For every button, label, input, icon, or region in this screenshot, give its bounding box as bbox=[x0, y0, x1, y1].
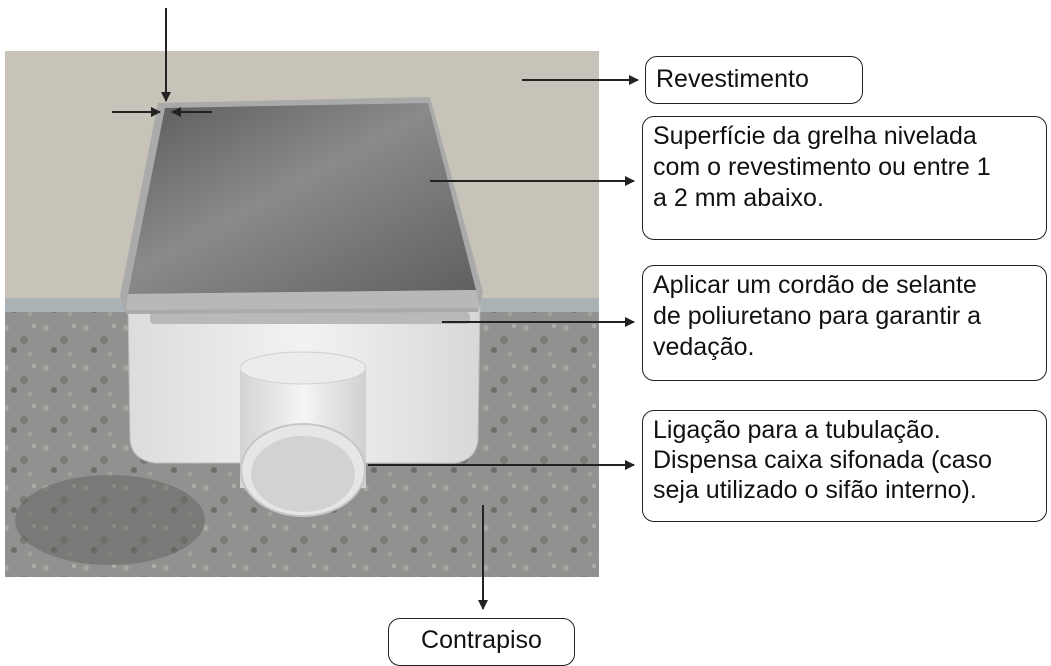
damp-stain bbox=[15, 475, 205, 565]
callout-revestimento: Revestimento bbox=[645, 56, 863, 104]
callout-sealant: Aplicar um cordão de selante de poliuret… bbox=[642, 265, 1047, 381]
callout-grate-surface: Superfície da grelha nivelada com o reve… bbox=[642, 116, 1047, 240]
grate-top bbox=[128, 103, 476, 294]
grate-edge bbox=[126, 290, 480, 310]
callout-contrapiso: Contrapiso bbox=[388, 618, 575, 666]
callout-pipe-connection: Ligação para a tubulação. Dispensa caixa… bbox=[642, 410, 1047, 522]
outlet-pipe-top bbox=[239, 351, 367, 385]
outlet-pipe-inner bbox=[251, 436, 355, 512]
sealant-band bbox=[150, 312, 470, 324]
